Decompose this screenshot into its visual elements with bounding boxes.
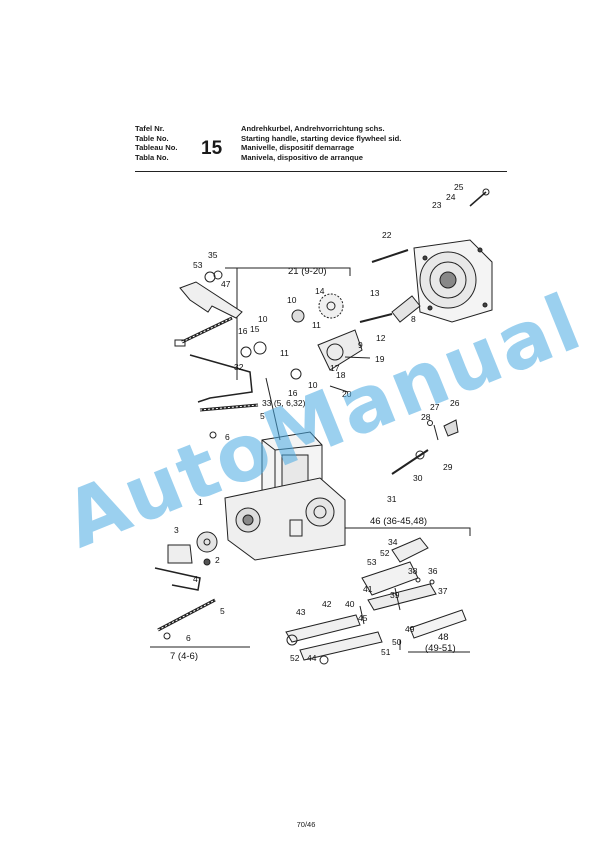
callout-38: 38	[408, 566, 418, 576]
callout-10: 10	[287, 295, 297, 305]
part-callouts: 1 2 3 4 5 5 6 6 7 (4-6) 8 9 10 10 10 11 …	[170, 182, 464, 663]
engine-block-illustration	[224, 377, 346, 561]
callout-24: 24	[446, 192, 456, 202]
diagram-svg: 1 2 3 4 5 5 6 6 7 (4-6) 8 9 10 10 10 11 …	[150, 182, 493, 665]
callout-7: 7 (4-6)	[170, 651, 198, 662]
callout-43: 43	[296, 607, 306, 617]
callout-27: 27	[430, 402, 440, 412]
callout-12: 12	[376, 333, 386, 343]
title-en: Starting handle, starting device flywhee…	[241, 133, 402, 143]
callout-1: 1	[198, 497, 203, 507]
callout-31: 31	[387, 494, 397, 504]
callout-52b: 52	[380, 548, 390, 558]
lever-parts-illustration	[391, 419, 459, 475]
callout-6: 6	[225, 432, 230, 442]
callout-16: 16	[238, 326, 248, 336]
callout-18: 18	[336, 370, 346, 380]
callout-17: 17	[330, 363, 340, 373]
pin-22	[371, 249, 409, 263]
callout-44: 44	[307, 653, 317, 663]
label-fr: Tableau No.	[135, 143, 178, 153]
group-46-bracket	[335, 527, 471, 536]
callout-41: 41	[363, 584, 373, 594]
callout-3: 3	[174, 525, 179, 535]
group-46-illustration	[285, 537, 467, 665]
gear-set-illustration	[240, 293, 421, 393]
callout-48-range: (49-51)	[425, 643, 456, 654]
title-de: Andrehkurbel, Andrehvorrichtung schs.	[241, 124, 385, 133]
callout-16b: 16	[288, 388, 298, 398]
callout-5b: 5	[260, 411, 265, 421]
callout-48: 48	[438, 632, 449, 643]
callout-35: 35	[208, 250, 218, 260]
callout-30: 30	[413, 473, 423, 483]
label-es: Tabla No.	[135, 152, 169, 162]
callout-36: 36	[428, 566, 438, 576]
callout-11b: 11	[280, 348, 289, 358]
callout-19: 19	[375, 354, 385, 364]
title-fr: Manivelle, dispositif demarrage	[241, 143, 355, 153]
callout-4: 4	[193, 574, 198, 584]
callout-53b: 53	[367, 557, 377, 567]
exploded-parts-diagram: 1 2 3 4 5 5 6 6 7 (4-6) 8 9 10 10 10 11 …	[150, 180, 500, 680]
callout-47: 47	[221, 279, 231, 289]
callout-28: 28	[421, 412, 431, 422]
callout-46: 46 (36-45,48)	[370, 516, 427, 527]
callout-32: 32	[234, 362, 244, 372]
label-en: Table No.	[135, 133, 169, 143]
flywheel-housing-illustration	[413, 239, 493, 323]
callout-10c: 10	[308, 380, 318, 390]
callout-20: 20	[342, 389, 352, 399]
callout-6b: 6	[186, 633, 191, 643]
group-21-bracket	[225, 267, 351, 276]
callout-11: 11	[312, 320, 321, 330]
callout-22: 22	[382, 230, 392, 240]
callout-52: 52	[290, 653, 300, 663]
title-es: Manivela, dispositivo de arranque	[241, 152, 363, 162]
table-header: Tafel Nr. Table No. Tableau No. Tabla No…	[135, 124, 507, 174]
callout-53: 53	[193, 260, 203, 270]
callout-2: 2	[215, 555, 220, 565]
callout-14: 14	[315, 286, 325, 296]
page-number: 70/46	[296, 820, 316, 829]
callout-37: 37	[438, 586, 448, 596]
callout-29: 29	[443, 462, 453, 472]
callout-51: 51	[381, 647, 391, 657]
callout-42: 42	[322, 599, 332, 609]
callout-34: 34	[388, 537, 398, 547]
lower-crank-handle-illustration	[154, 531, 218, 640]
callout-25: 25	[454, 182, 464, 192]
label-de: Tafel Nr.	[135, 124, 165, 133]
callout-39: 39	[390, 590, 400, 600]
callout-45: 45	[358, 613, 368, 623]
header-rule	[135, 171, 507, 172]
table-titles: Andrehkurbel, Andrehvorrichtung schs. St…	[241, 124, 401, 162]
callout-5: 5	[220, 606, 225, 616]
callout-26: 26	[450, 398, 460, 408]
table-number: 15	[201, 138, 223, 159]
callout-23: 23	[432, 200, 442, 210]
callout-15: 15	[250, 324, 260, 334]
table-labels: Tafel Nr. Table No. Tableau No. Tabla No…	[135, 124, 177, 162]
callout-8: 8	[411, 314, 416, 324]
callout-10b: 10	[258, 314, 268, 324]
callout-50: 50	[392, 637, 402, 647]
callout-33: 33 (5, 6,32)	[262, 398, 306, 408]
callout-40: 40	[345, 599, 355, 609]
callout-49: 49	[405, 624, 415, 634]
upper-crank-handle-illustration	[174, 270, 243, 347]
callout-9: 9	[358, 340, 363, 350]
callout-21: 21 (9-20)	[288, 266, 327, 277]
callout-13: 13	[370, 288, 380, 298]
